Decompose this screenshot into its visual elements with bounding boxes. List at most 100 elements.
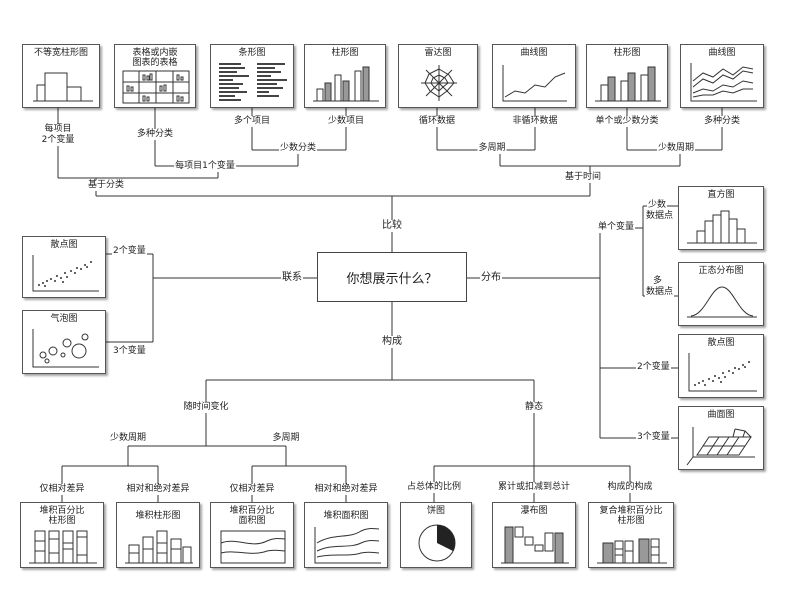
chart-title-line1: 复合堆积百分比 — [599, 506, 663, 516]
label-by-time: 基于时间 — [563, 172, 603, 183]
chart-scatter-2: 散点图 — [678, 334, 764, 398]
line-icon — [502, 65, 567, 102]
chart-column-2: 柱形图 — [586, 44, 668, 108]
chart-stacked-pct-area: 堆积百分比 面积图 — [210, 502, 294, 568]
label-single-var: 单个变量 — [597, 222, 636, 233]
chart-title: 正态分布图 — [698, 266, 744, 276]
chart-title: 气泡图 — [50, 314, 78, 324]
chart-title-line2: 柱形图 — [48, 516, 76, 526]
chart-normal-distribution: 正态分布图 — [678, 262, 764, 326]
chart-title: 饼图 — [426, 506, 445, 516]
chart-title: 曲线图 — [520, 48, 548, 58]
chart-title-line1: 堆积百分比 — [229, 506, 275, 516]
chart-title: 直方图 — [707, 190, 735, 200]
chart-title: 不等宽柱形图 — [33, 48, 88, 58]
label-relative-abs-2: 相对和绝对差异 — [313, 484, 379, 495]
chart-radar: 雷达图 — [398, 44, 478, 108]
label-static: 静态 — [523, 402, 545, 413]
label-by-category: 基于分类 — [86, 180, 126, 191]
label-many-periods: 多周期 — [477, 143, 507, 154]
label-noncyclic: 非循环数据 — [511, 116, 559, 127]
label-many-points-1: 多 — [652, 276, 664, 287]
label-per-item-two-vars-1: 每项目 — [43, 124, 73, 135]
chart-title: 瀑布图 — [520, 506, 548, 516]
chart-title-line2: 柱形图 — [617, 516, 645, 526]
label-few-points-1: 少数 — [647, 200, 668, 211]
chart-bubble: 气泡图 — [22, 310, 106, 374]
chart-title: 堆积面积图 — [323, 511, 369, 521]
chart-title: 雷达图 — [424, 48, 452, 58]
stacked-pct-area-icon — [220, 530, 286, 564]
waterfall-icon — [501, 526, 569, 564]
label-few-periods: 少数周期 — [656, 143, 696, 154]
chart-stacked-column: 堆积柱形图 — [116, 502, 200, 568]
table-embedded-icon — [122, 70, 190, 104]
label-dist-two-vars: 2个变量 — [636, 362, 671, 373]
surface-icon — [686, 427, 755, 466]
label-cyclic: 循环数据 — [417, 116, 457, 127]
label-many-categories: 多种分类 — [135, 129, 175, 140]
chart-scatter-1: 散点图 — [22, 236, 106, 298]
chart-line-2: 曲线图 — [680, 44, 764, 108]
bubble-icon — [32, 329, 99, 368]
label-relation-two-vars: 2个变量 — [112, 246, 147, 257]
label-components: 构成的构成 — [606, 482, 654, 493]
chart-surface: 曲面图 — [678, 406, 764, 470]
chart-bar-horizontal: 条形图 — [210, 44, 294, 108]
chart-line-1: 曲线图 — [492, 44, 576, 108]
label-single-or-few: 单个或少数分类 — [594, 116, 660, 127]
chart-column-1: 柱形图 — [304, 44, 386, 108]
label-per-item-one-var: 每项目1个变量 — [174, 161, 236, 172]
stacked-area-icon — [314, 527, 381, 564]
branch-relation: 联系 — [281, 272, 303, 284]
label-few-items: 少数项目 — [326, 116, 366, 127]
label-relative-abs-1: 相对和绝对差异 — [125, 484, 191, 495]
label-per-item-two-vars-2: 2个变量 — [40, 135, 76, 146]
label-many-categories-2: 多种分类 — [702, 116, 742, 127]
label-relative-only-2: 仅相对差异 — [228, 484, 276, 495]
multi-line-icon — [690, 63, 757, 102]
label-few-categories: 少数分类 — [278, 143, 318, 154]
bar-horizontal-icon — [219, 63, 287, 101]
chart-variable-width-bar: 不等宽柱形图 — [22, 44, 100, 108]
chart-title: 散点图 — [707, 338, 735, 348]
chart-histogram: 直方图 — [678, 186, 764, 250]
chart-pie: 饼图 — [400, 502, 472, 568]
label-accumulation: 累计或扣减到总计 — [496, 482, 572, 493]
chart-title-line1: 堆积百分比 — [39, 506, 85, 516]
label-many-points-2: 数据点 — [645, 287, 675, 298]
label-comp-many-periods: 多周期 — [271, 433, 301, 444]
label-share-of-total: 占总体的比例 — [405, 482, 463, 493]
compound-stacked-icon — [597, 538, 667, 564]
chart-title: 堆积柱形图 — [135, 511, 181, 521]
label-few-points-2: 数据点 — [645, 211, 675, 222]
chart-title: 柱形图 — [331, 48, 359, 58]
stacked-pct-column-icon — [29, 530, 97, 564]
radar-icon — [421, 65, 457, 101]
variable-width-bar-icon — [33, 72, 93, 102]
scatter-icon — [688, 353, 757, 392]
chart-compound-stacked: 复合堆积百分比 柱形图 — [588, 502, 674, 568]
pie-icon — [418, 524, 456, 562]
label-relative-only-1: 仅相对差异 — [38, 484, 86, 495]
label-over-time: 随时间变化 — [182, 402, 230, 413]
column-icon — [313, 66, 379, 102]
chart-title-line2: 图表的表格 — [132, 58, 178, 68]
chart-title: 曲面图 — [707, 410, 735, 420]
chart-title: 曲线图 — [708, 48, 736, 58]
label-dist-three-vars: 3个变量 — [636, 432, 671, 443]
label-relation-three-vars: 3个变量 — [112, 346, 147, 357]
chart-table-embedded: 表格或内嵌 图表的表格 — [114, 44, 196, 108]
center-question: 你想展示什么？ — [317, 252, 467, 302]
chart-title-line1: 表格或内嵌 — [132, 48, 178, 58]
chart-title: 条形图 — [238, 48, 266, 58]
stacked-column-icon — [125, 530, 193, 564]
label-comp-few-periods: 少数周期 — [108, 433, 148, 444]
chart-title: 散点图 — [50, 240, 78, 250]
histogram-icon — [687, 210, 757, 244]
branch-compare: 比较 — [381, 220, 403, 232]
branch-composition: 构成 — [381, 336, 403, 348]
chart-title-line2: 面积图 — [238, 516, 266, 526]
chart-stacked-pct-column: 堆积百分比 柱形图 — [20, 502, 104, 568]
